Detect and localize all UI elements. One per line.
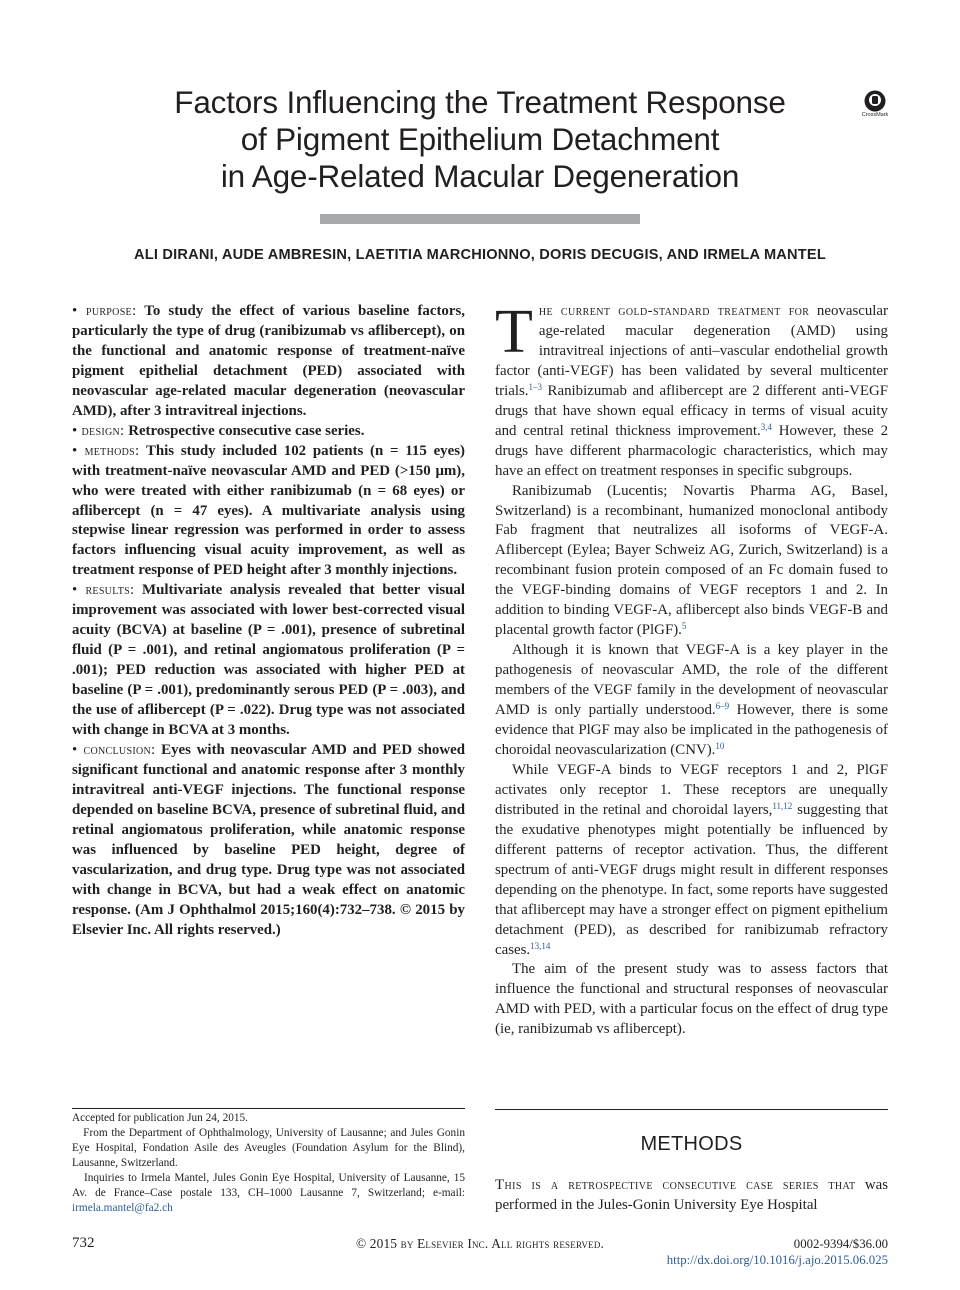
footnotes: Accepted for publication Jun 24, 2015. F…	[72, 1108, 465, 1216]
citation-link[interactable]: 11,12	[772, 800, 793, 811]
copyright-notice: © 2015 by Elsevier Inc. All rights reser…	[355, 1236, 605, 1251]
conclusion-label: • conclusion:	[72, 741, 156, 758]
abstract-purpose: • purpose: To study the effect of variou…	[72, 302, 465, 422]
body-paragraph-2: Ranibizumab (Lucentis; Novartis Pharma A…	[495, 482, 888, 642]
results-label: • results:	[72, 582, 135, 599]
citation-link[interactable]: 3,4	[760, 421, 772, 432]
abstract-results: • results: Multivariate analysis reveale…	[72, 581, 465, 741]
citation-link[interactable]: 1–3	[528, 381, 543, 392]
article-title: Factors Influencing the Treatment Respon…	[150, 84, 810, 195]
conclusion-text: Eyes with neovascular AMD and PED showed…	[72, 741, 465, 938]
methods-label: • methods:	[72, 442, 140, 459]
citation-link[interactable]: 10	[715, 740, 725, 751]
issn-doi-block: 0002-9394/$36.00 http://dx.doi.org/10.10…	[667, 1236, 888, 1268]
affiliation-text: From the Department of Ophthalmology, Un…	[72, 1127, 465, 1169]
design-label: • design:	[72, 422, 125, 439]
title-line-1: Factors Influencing the Treatment Respon…	[174, 84, 786, 120]
body-text: Ranibizumab and aflibercept are 2 differ…	[495, 382, 888, 439]
body-text: Although it is known that VEGF-A is a ke…	[495, 642, 888, 719]
body-paragraph-4: While VEGF-A binds to VEGF receptors 1 a…	[495, 761, 888, 961]
purpose-text: To study the effect of various baseline …	[72, 303, 465, 419]
body-text: However, these 2 drugs have different ph…	[495, 422, 889, 479]
crossmark-icon	[864, 90, 886, 112]
body-text: neovascular age-related macular degenera…	[495, 303, 888, 399]
methods-lead-in: This is a retrospective consecutive case…	[495, 1177, 856, 1193]
author-list: ALI DIRANI, AUDE AMBRESIN, LAETITIA MARC…	[134, 247, 826, 263]
citation-link[interactable]: 6–9	[715, 701, 730, 712]
crossmark-label: CrossMark	[861, 112, 889, 118]
purpose-label: • purpose:	[72, 303, 137, 319]
abstract-conclusion: • conclusion: Eyes with neovascular AMD …	[72, 741, 465, 941]
lead-in: he current gold-standard treatment for	[538, 303, 810, 319]
methods-text: This study included 102 patients (n = 11…	[72, 442, 465, 579]
issn: 0002-9394/$36.00	[793, 1237, 888, 1251]
body-text: However, there is some evidence that PlG…	[495, 702, 888, 758]
design-text: Retrospective consecutive case series.	[128, 422, 365, 439]
affiliation-note: From the Department of Ophthalmology, Un…	[72, 1126, 465, 1171]
section-heading-methods: METHODS	[640, 1133, 743, 1155]
body-text: Ranibizumab (Lucentis; Novartis Pharma A…	[495, 482, 888, 639]
page-number: 732	[72, 1235, 95, 1251]
accepted-note: Accepted for publication Jun 24, 2015.	[72, 1112, 249, 1124]
title-line-3: in Age-Related Macular Degeneration	[220, 158, 740, 194]
citation-link[interactable]: 13,14	[530, 940, 551, 951]
abstract-methods: • methods: This study included 102 patie…	[72, 442, 465, 582]
abstract: • purpose: To study the effect of variou…	[72, 302, 465, 941]
body-text: suggesting that the exudative phenotypes…	[495, 801, 888, 958]
section-divider	[495, 1109, 888, 1110]
body-text: While VEGF-A binds to VEGF receptors 1 a…	[495, 761, 888, 818]
doi-link[interactable]: http://dx.doi.org/10.1016/j.ajo.2015.06.…	[666, 1253, 888, 1267]
body-paragraph-5: The aim of the present study was to asse…	[495, 961, 888, 1038]
methods-paragraph: This is a retrospective consecutive case…	[495, 1176, 888, 1216]
citation-link[interactable]: 5	[681, 621, 687, 632]
inquiries-text: Inquiries to Irmela Mantel, Jules Gonin …	[72, 1172, 465, 1199]
title-line-2: of Pigment Epithelium Detachment	[240, 121, 720, 157]
inquiries-note: Inquiries to Irmela Mantel, Jules Gonin …	[72, 1171, 465, 1216]
methods-body-text: was performed in the Jules-Gonin Univers…	[495, 1177, 888, 1213]
results-text: Multivariate analysis revealed that bett…	[72, 582, 465, 739]
email-link[interactable]: irmela.mantel@fa2.ch	[72, 1202, 173, 1214]
title-divider	[320, 214, 640, 224]
drop-cap: T	[495, 298, 533, 366]
crossmark-badge[interactable]: CrossMark	[857, 90, 893, 126]
abstract-design: • design: Retrospective consecutive case…	[72, 422, 465, 442]
body-paragraph-3: Although it is known that VEGF-A is a ke…	[495, 641, 888, 761]
